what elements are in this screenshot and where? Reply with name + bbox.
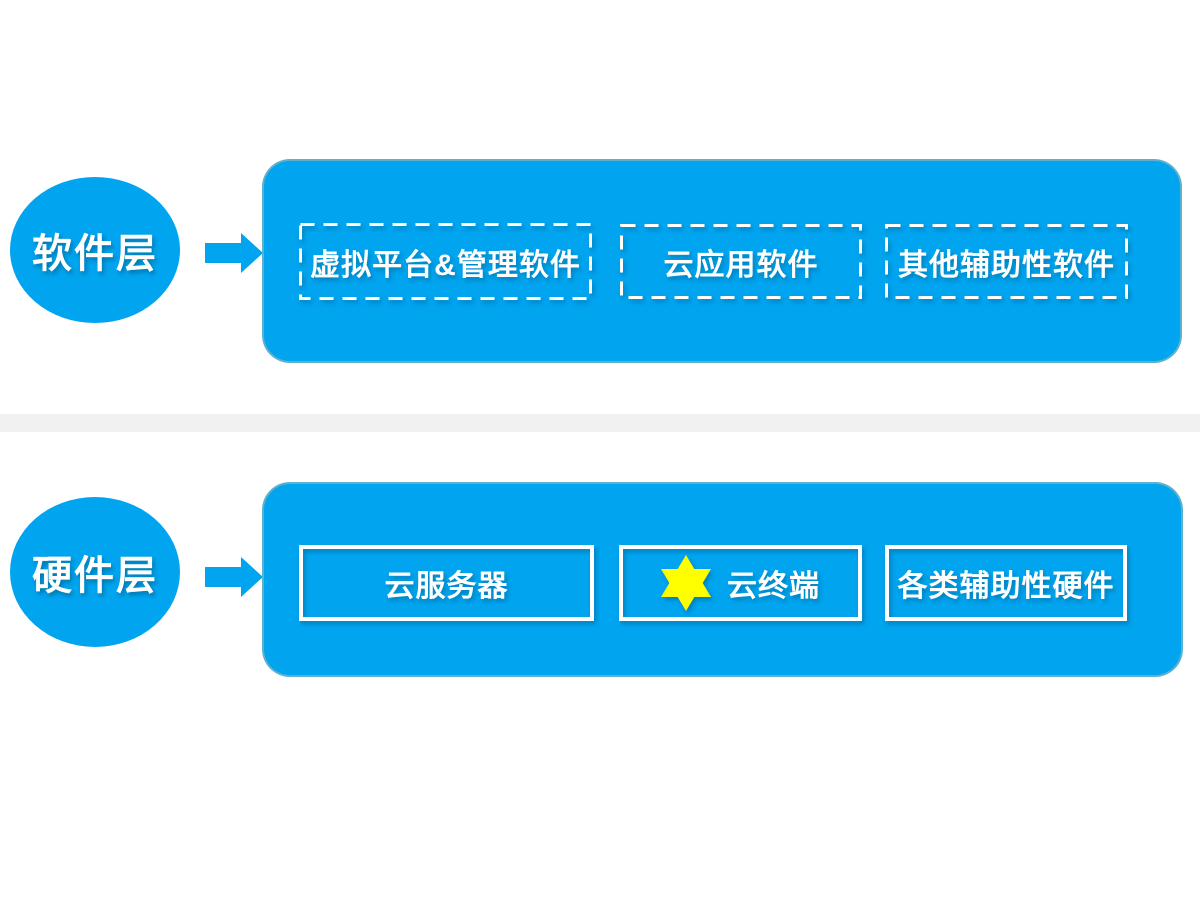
box-label: 各类辅助性硬件: [897, 570, 1115, 603]
box-label: 虚拟平台&管理软件: [310, 248, 581, 282]
box-label: 云终端: [727, 570, 820, 603]
box-cloud-terminal: 云终端: [619, 545, 862, 621]
dashed-border: [620, 224, 862, 299]
box-label: 云应用软件: [663, 248, 819, 282]
software-layer-label: 软件层: [32, 232, 158, 276]
section-divider: [0, 414, 1200, 432]
box-virtual-platform-management-software: 虚拟平台&管理软件: [299, 223, 592, 300]
six-pointed-star-icon: [661, 555, 711, 611]
dashed-border: [299, 223, 592, 300]
hardware-panel: 云服务器 云终端 各类辅助性硬件: [262, 482, 1183, 677]
software-right-arrow-icon: [205, 233, 263, 273]
software-layer-circle: 软件层: [10, 177, 180, 323]
hardware-layer-label: 硬件层: [32, 554, 158, 598]
box-auxiliary-hardware: 各类辅助性硬件: [885, 545, 1127, 621]
box-cloud-application-software: 云应用软件: [620, 224, 862, 299]
box-label: 云服务器: [384, 570, 509, 603]
box-label: 其他辅助性软件: [898, 248, 1115, 282]
hardware-right-arrow-icon: [205, 557, 263, 597]
box-cloud-server: 云服务器: [299, 545, 594, 621]
hardware-layer-circle: 硬件层: [10, 497, 180, 647]
dashed-border: [885, 224, 1128, 299]
box-other-auxiliary-software: 其他辅助性软件: [885, 224, 1128, 299]
software-panel: 虚拟平台&管理软件 云应用软件 其他辅助性软件: [262, 159, 1182, 363]
